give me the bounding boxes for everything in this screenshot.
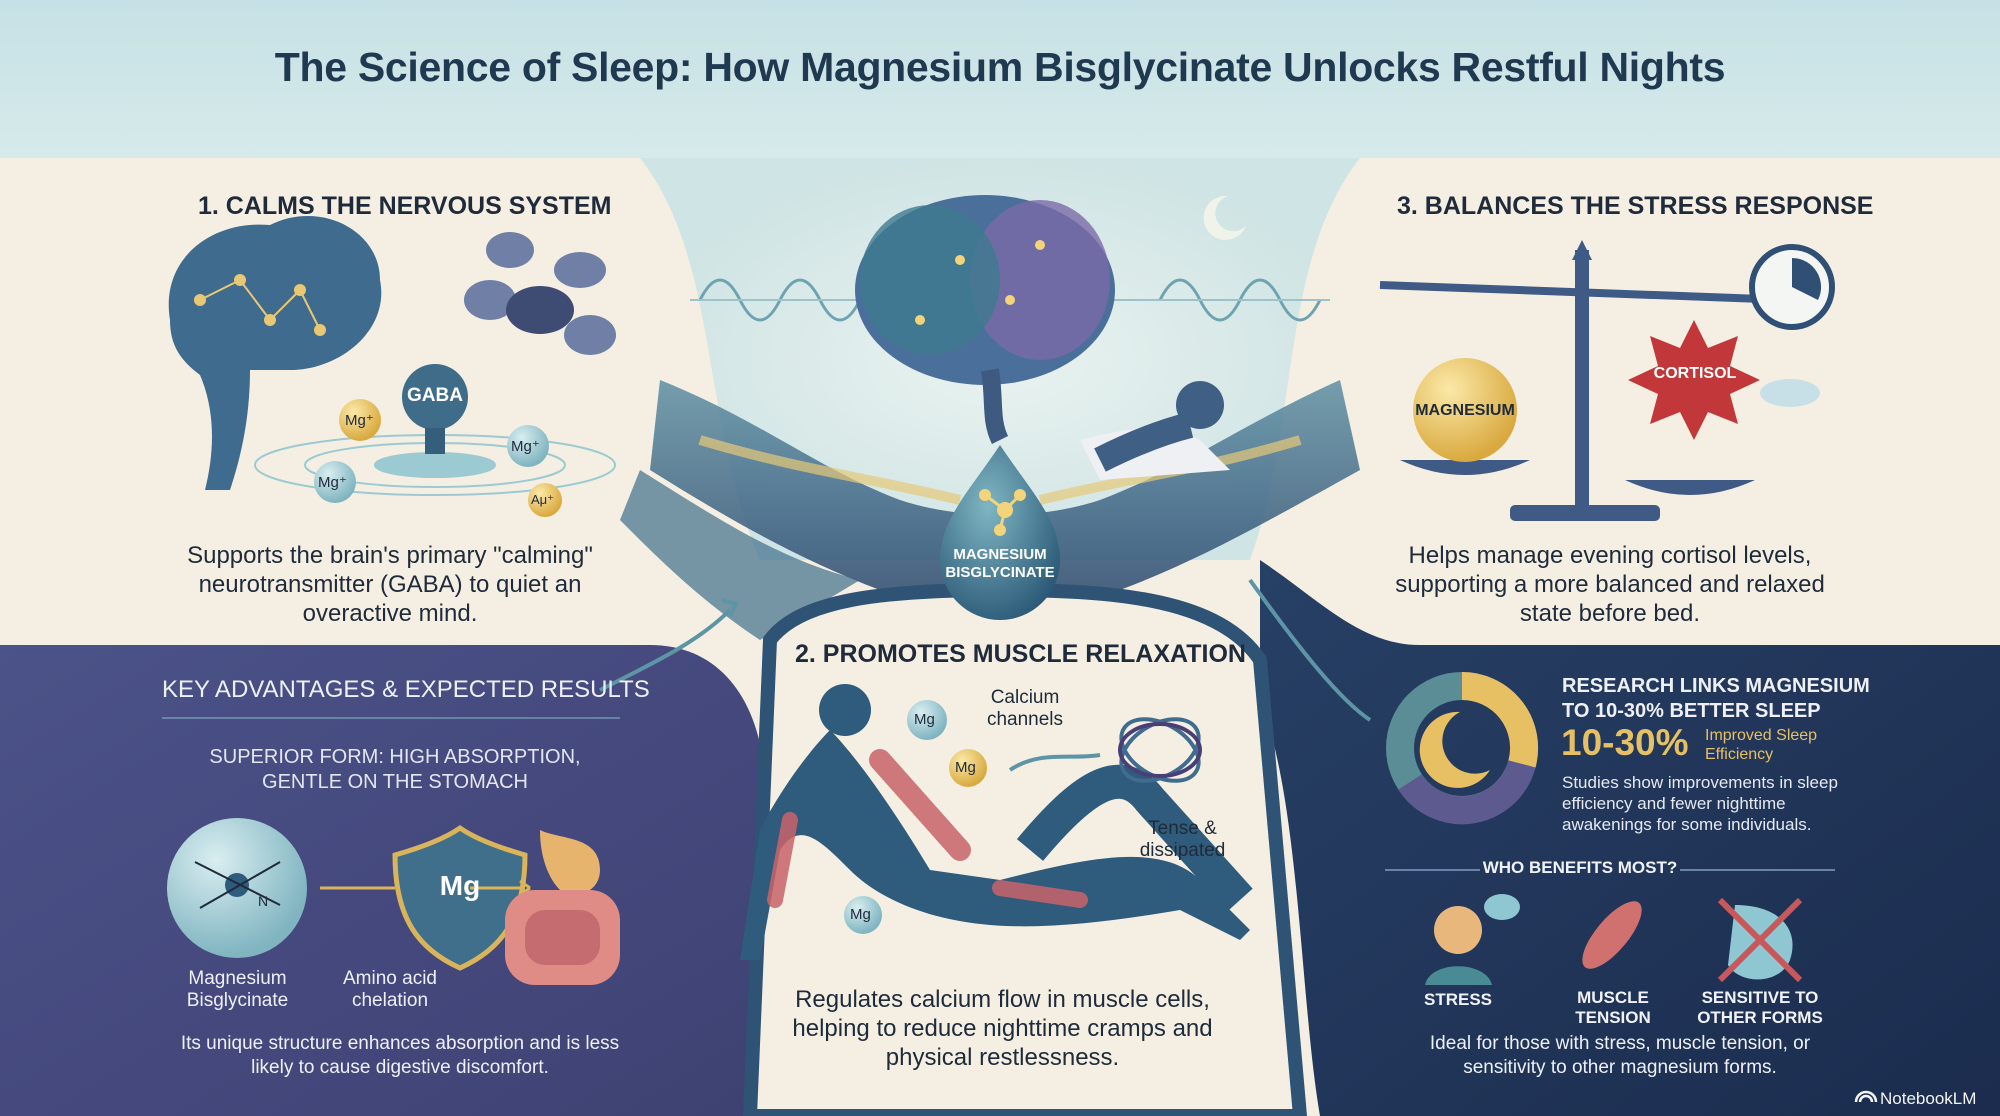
section1-heading: 1. CALMS THE NERVOUS SYSTEM bbox=[198, 192, 612, 220]
advantages-subheading: SUPERIOR FORM: HIGH ABSORPTION, GENTLE O… bbox=[150, 745, 640, 795]
label-line: dissipated bbox=[1139, 840, 1226, 861]
research-heading: RESEARCH LINKS MAGNESIUM TO 10-30% BETTE… bbox=[1562, 674, 1870, 724]
benefit-label: TENSION bbox=[1575, 1008, 1651, 1027]
magnesium-label: MAGNESIUM bbox=[1415, 402, 1515, 419]
subheading-line: GENTLE ON THE STOMACH bbox=[262, 771, 528, 793]
tangled-rings-icon bbox=[1118, 717, 1202, 783]
benefit-label: OTHER FORMS bbox=[1697, 1008, 1823, 1027]
stressed-person-icon bbox=[1425, 894, 1520, 985]
advantages-panel-bg bbox=[0, 645, 765, 1116]
thought-clouds-icon bbox=[464, 232, 616, 355]
caption-line: Magnesium bbox=[188, 968, 287, 989]
mg-ion: Mg⁺ bbox=[345, 412, 374, 429]
mg-ion: Mg bbox=[850, 906, 871, 923]
moon-icon bbox=[1419, 711, 1490, 788]
cortisol-burst-icon bbox=[1628, 320, 1760, 440]
droplet-label-line: BISGLYCINATE bbox=[945, 564, 1055, 581]
ion: Aμ⁺ bbox=[531, 492, 555, 507]
label-line: Tense & bbox=[1148, 818, 1217, 839]
caption-line: chelation bbox=[351, 990, 429, 1011]
cortisol-label: CORTISOL bbox=[1653, 365, 1737, 382]
cloud-icon bbox=[1760, 379, 1820, 407]
stat-label-line: Improved Sleep bbox=[1705, 727, 1818, 744]
clock-icon bbox=[1749, 244, 1835, 330]
mg-ion: Mg⁺ bbox=[511, 438, 540, 455]
mg-ion: Mg bbox=[955, 759, 976, 776]
moon-icon bbox=[1203, 195, 1246, 240]
calcium-channels-label: Calcium channels bbox=[960, 687, 1090, 731]
heading-line: RESEARCH LINKS MAGNESIUM bbox=[1562, 675, 1870, 697]
reclining-body-icon bbox=[740, 684, 1253, 960]
benefit-label: STRESS bbox=[1423, 990, 1493, 1009]
crossed-stomach-icon bbox=[1717, 897, 1803, 983]
benefit-muscle-tension: MUSCLE TENSION bbox=[1553, 988, 1673, 1028]
section2-body: Regulates calcium flow in muscle cells, … bbox=[792, 986, 1213, 1071]
shield-caption: Amino acid chelation bbox=[330, 968, 450, 1012]
center-brain-icon bbox=[855, 195, 1115, 445]
droplet-label: MAGNESIUM BISGLYCINATE bbox=[920, 546, 1080, 582]
who-benefits-heading: WHO BENEFITS MOST? bbox=[1482, 858, 1678, 877]
molecule-caption: Magnesium Bisglycinate bbox=[170, 968, 305, 1012]
tense-label: Tense & dissipated bbox=[1120, 818, 1245, 862]
balance-scale-icon bbox=[1379, 240, 1791, 521]
stat-label-line: Efficiency bbox=[1705, 746, 1774, 763]
shield-label: Mg bbox=[439, 870, 481, 901]
nitrogen-atom-label: N bbox=[258, 893, 269, 909]
caption-line: Amino acid bbox=[343, 968, 437, 989]
heading-line: TO 10-30% BETTER SLEEP bbox=[1562, 700, 1821, 722]
advantages-body: Its unique structure enhances absorption… bbox=[180, 1033, 620, 1078]
research-stat: 10-30% bbox=[1561, 722, 1689, 763]
benefit-label: SENSITIVE TO bbox=[1701, 988, 1819, 1007]
muscle-icon bbox=[1582, 901, 1642, 969]
gaba-label: GABA bbox=[407, 385, 463, 406]
section2-heading: 2. PROMOTES MUSCLE RELAXATION bbox=[795, 640, 1246, 668]
notebooklm-logo-icon bbox=[1854, 1090, 1878, 1103]
mg-ion: Mg⁺ bbox=[318, 474, 347, 491]
label-line: channels bbox=[986, 709, 1064, 730]
subheading-line: SUPERIOR FORM: HIGH ABSORPTION, bbox=[209, 746, 581, 768]
section3-heading: 3. BALANCES THE STRESS RESPONSE bbox=[1397, 192, 1874, 220]
mg-ion: Mg bbox=[914, 711, 935, 728]
page-title: The Science of Sleep: How Magnesium Bisg… bbox=[274, 44, 1726, 90]
stat-label: Improved Sleep Efficiency bbox=[1705, 726, 1817, 764]
caption-line: Bisglycinate bbox=[186, 990, 289, 1011]
digestive-system-icon bbox=[505, 830, 620, 985]
benefit-sensitive: SENSITIVE TO OTHER FORMS bbox=[1690, 988, 1830, 1028]
benefit-label: MUSCLE bbox=[1577, 988, 1649, 1007]
gaba-bulb-icon bbox=[402, 364, 468, 430]
section3-body: Helps manage evening cortisol levels, su… bbox=[1395, 542, 1825, 627]
brain-network-icon bbox=[168, 216, 382, 490]
benefit-stress: STRESS bbox=[1398, 990, 1518, 1010]
droplet-label-line: MAGNESIUM bbox=[953, 546, 1047, 563]
label-line: Calcium bbox=[990, 687, 1060, 708]
advantages-heading: KEY ADVANTAGES & EXPECTED RESULTS bbox=[162, 676, 650, 703]
sleeping-person-icon bbox=[1080, 381, 1230, 480]
who-benefits-body: Ideal for those with stress, muscle tens… bbox=[1429, 1033, 1811, 1078]
section1-body: Supports the brain's primary "calming" n… bbox=[187, 542, 593, 627]
magnesium-ball-icon bbox=[1413, 358, 1517, 462]
research-body: Studies show improvements in sleep effic… bbox=[1562, 773, 1838, 834]
brand-label: NotebookLM bbox=[1880, 1089, 1977, 1108]
sleep-donut-chart-icon bbox=[1386, 671, 1539, 825]
